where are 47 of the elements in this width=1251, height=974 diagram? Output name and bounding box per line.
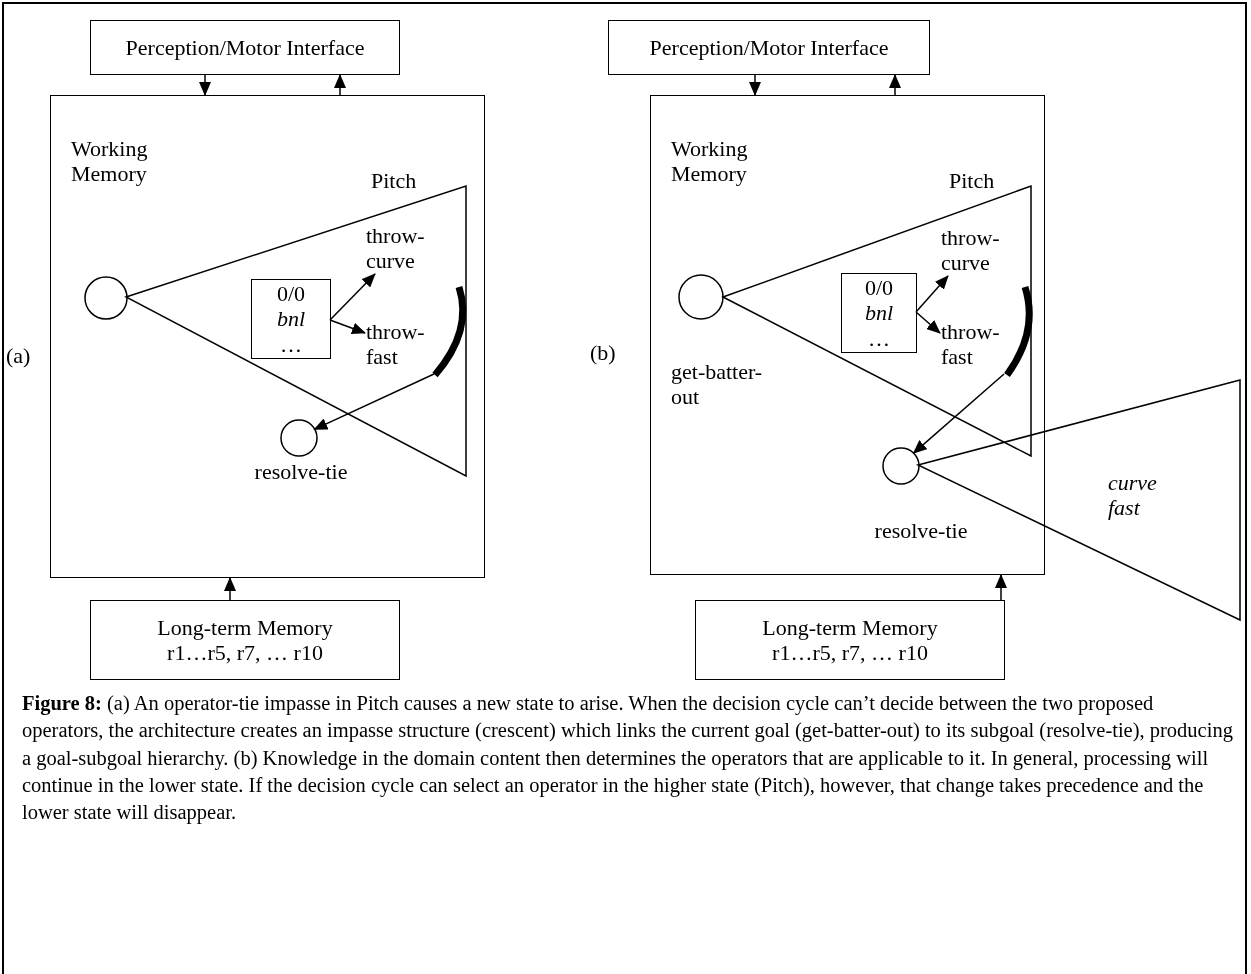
- triangle-label: Pitch: [949, 168, 995, 194]
- figure-caption: Figure 8: (a) An operator-tie impasse in Pitch causes a new state to arise. When the decision cycle can’t decide between the two proposed operators, the architecture creates an impasse structure (crescent) which links the current goal (get-batter-out) to its subgoal (resolve-tie), producing a goal-subgoal hierarchy. (b) Knowledge in the domain content then determines the operators that are applicable to it. In general, processing will continue in the lower state. If the decision cycle can select an operator in the higher state (Pitch), however, that change takes precedence and the lower state will disappear.: [22, 691, 1234, 826]
- box-title: Working Memory: [671, 136, 749, 187]
- arrow: [915, 275, 949, 313]
- memory-box: [50, 95, 485, 578]
- state-box: [251, 279, 331, 359]
- box-title: Perception/Motor Interface: [125, 34, 365, 61]
- operator-label: throw-curve: [941, 225, 1003, 276]
- panel-label: (b): [590, 340, 616, 366]
- state-label: resolve-tie: [873, 518, 969, 544]
- arrow: [329, 273, 376, 321]
- box-text: …: [868, 325, 890, 351]
- arrow: [313, 373, 435, 431]
- box-text: 0/0: [864, 275, 894, 301]
- arrow: [749, 74, 761, 96]
- box-text: bnl: [864, 300, 894, 326]
- box-title: Long-term Memory: [762, 614, 938, 640]
- arrow: [329, 319, 366, 335]
- box-text: 0/0: [276, 281, 306, 307]
- operator-label: throw-curve: [366, 223, 431, 274]
- operator-label: throw-fast: [941, 319, 1003, 370]
- triangle-label: curve fast: [1108, 470, 1158, 521]
- arrow: [334, 74, 346, 96]
- arrow: [199, 74, 211, 96]
- state-box: [841, 273, 917, 353]
- arrow: [889, 74, 901, 96]
- rule-list: r1…r5, r7, … r10: [772, 640, 928, 666]
- state-label: resolve-tie: [253, 459, 349, 485]
- memory-box: [90, 20, 400, 75]
- box-title: Perception/Motor Interface: [649, 34, 889, 61]
- arrow: [915, 311, 941, 334]
- state-label: get-batter-out: [671, 359, 764, 410]
- memory-box: [608, 20, 930, 75]
- arrow: [995, 574, 1007, 601]
- triangle-label: Pitch: [371, 168, 417, 194]
- rule-list: r1…r5, r7, … r10: [167, 640, 323, 666]
- operator-label: throw-fast: [366, 319, 431, 370]
- panel-label: (a): [6, 343, 31, 369]
- memory-box: [90, 600, 400, 680]
- box-title: Working Memory: [71, 136, 149, 187]
- box-text: …: [280, 331, 302, 357]
- memory-box: [650, 95, 1045, 575]
- arrow: [224, 577, 236, 601]
- box-title: Long-term Memory: [157, 614, 333, 640]
- memory-box: [695, 600, 1005, 680]
- arrow: [912, 373, 1005, 454]
- box-text: bnl: [276, 306, 306, 332]
